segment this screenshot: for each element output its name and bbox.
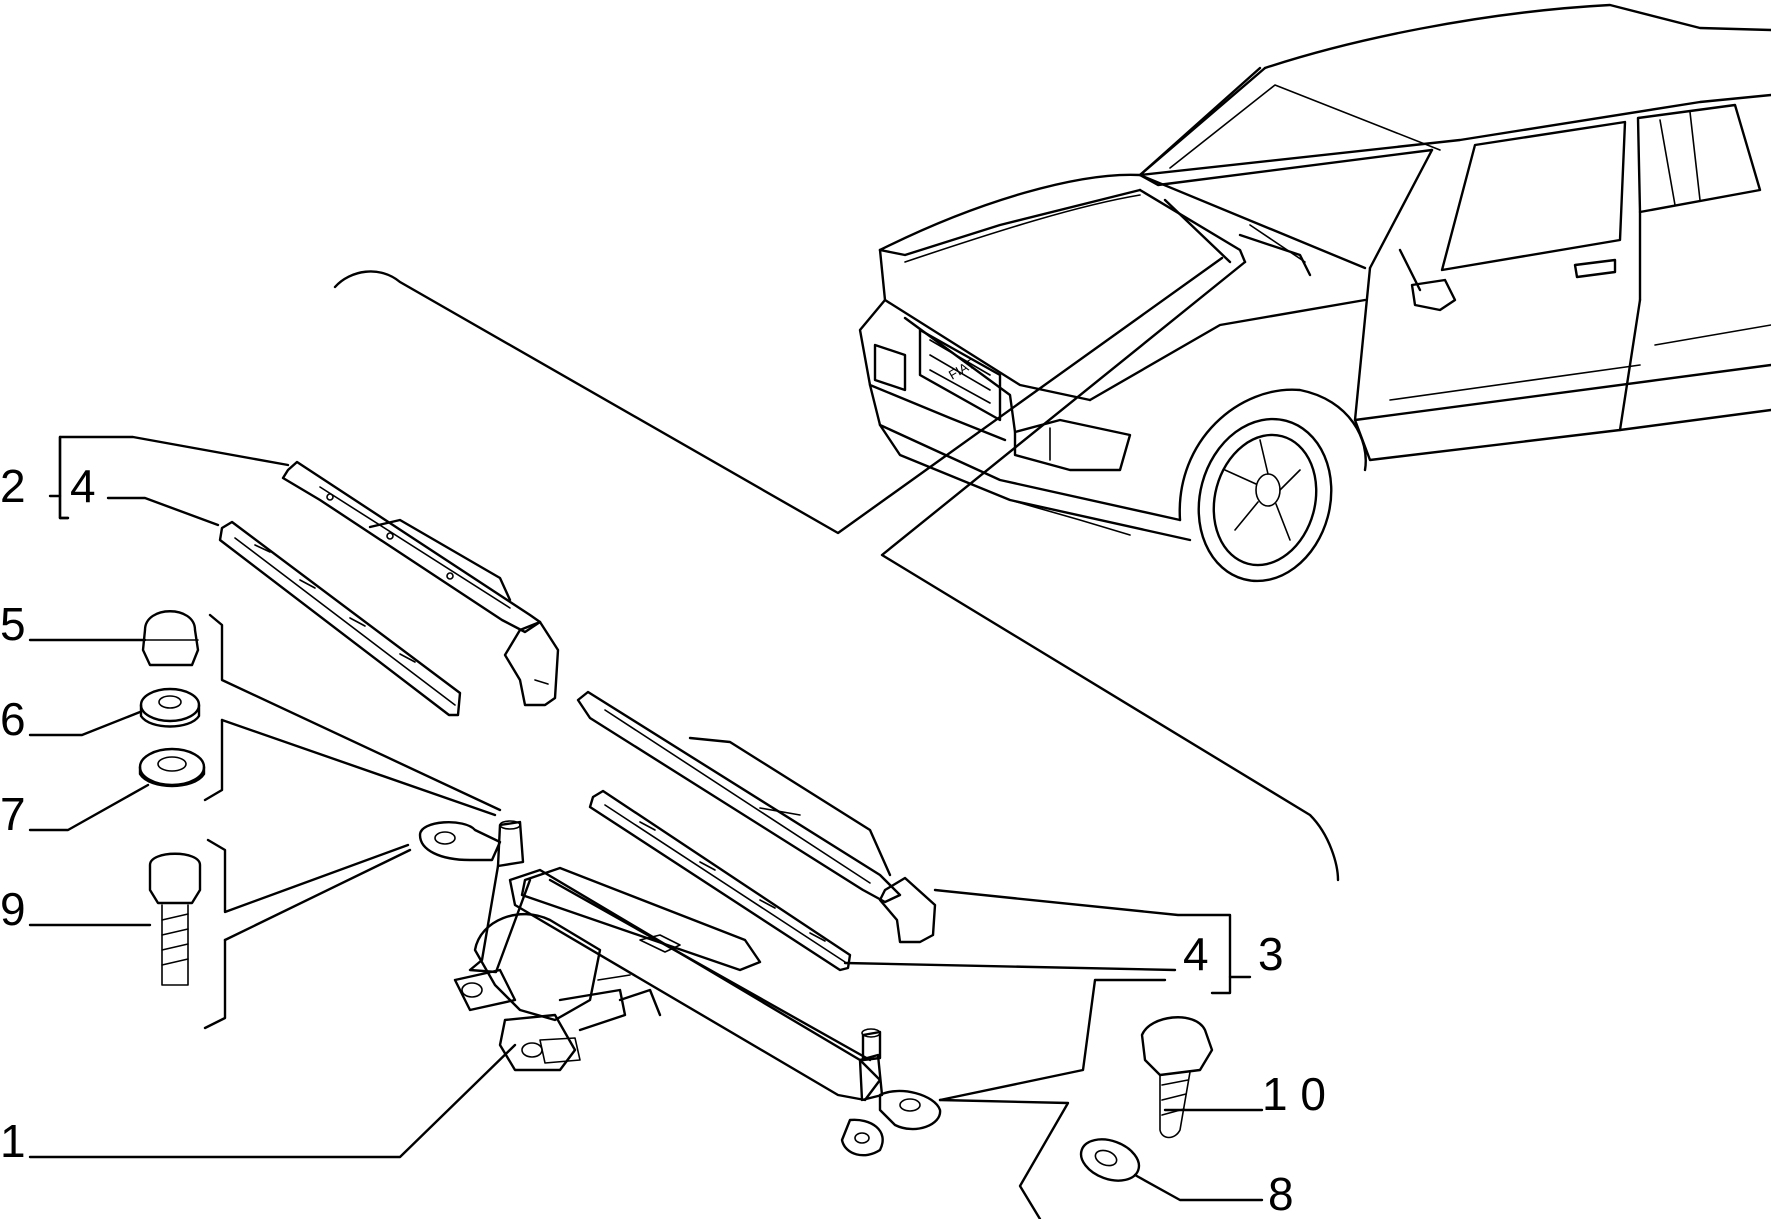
guide-lines (333, 256, 1340, 882)
callout-10: 1 0 (1262, 1068, 1326, 1120)
pivot-bolt (148, 852, 202, 986)
callout-7: 7 (0, 788, 26, 840)
callout-6: 6 (0, 693, 26, 745)
flat-washer (1079, 1138, 1141, 1182)
washer (138, 747, 206, 788)
callout-8: 8 (1268, 1168, 1294, 1219)
callout-2: 2 (0, 460, 26, 512)
wiper-linkage-motor (418, 820, 942, 1157)
callout-1: 1 (0, 1115, 26, 1167)
callout-9: 9 (0, 883, 26, 935)
hex-bolt (1140, 1016, 1214, 1139)
leader-lines (28, 435, 1264, 1219)
callout-4-right: 4 (1183, 928, 1209, 980)
wiper-arm-right (576, 690, 937, 944)
cap-nut (141, 610, 200, 667)
wiper-arm-left (281, 460, 560, 707)
car-illustration: FIAT (858, 3, 1771, 583)
wiper-blade-right (588, 789, 852, 972)
callout-4-left: 4 (70, 460, 96, 512)
callout-3: 3 (1258, 928, 1284, 980)
wiper-blade-left (218, 520, 462, 717)
wiper-arm-left-rivets (326, 493, 454, 580)
callout-labels: 2 4 5 6 7 9 1 4 3 1 0 8 (0, 460, 1326, 1219)
callout-5: 5 (0, 598, 26, 650)
nut (139, 687, 201, 728)
